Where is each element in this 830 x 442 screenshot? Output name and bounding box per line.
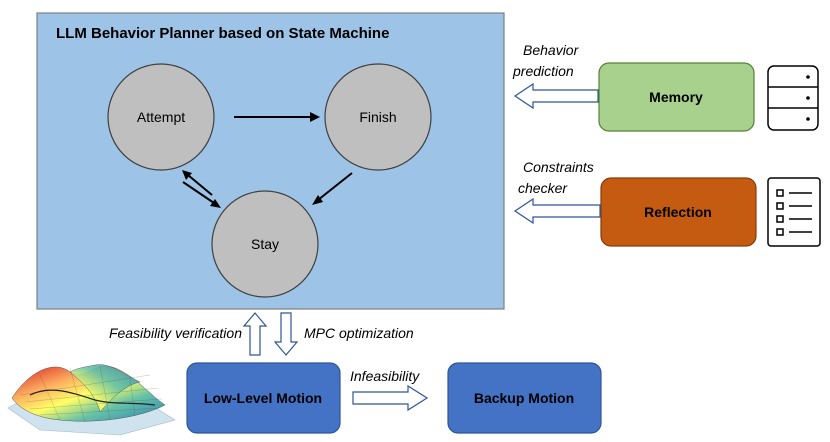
memory-arrow-label-line1: Behavior [523, 42, 580, 58]
backup-motion-box [447, 362, 602, 434]
checklist-icon [767, 177, 821, 247]
infeasibility-label: Infeasibility [350, 368, 420, 384]
reflection-label: Reflection [644, 204, 712, 220]
low-level-motion-box [186, 362, 341, 434]
memory-arrow [513, 82, 599, 110]
mpc-label: MPC optimization [304, 325, 414, 341]
transition-stay-to-attempt [182, 170, 213, 196]
3d-surface-plot-image [7, 364, 176, 436]
feasibility-up-arrow [242, 312, 268, 356]
infeasibility-arrow [352, 384, 429, 412]
state-stay-circle [211, 190, 319, 298]
reflection-box [600, 177, 757, 247]
memory-box [598, 62, 755, 132]
transition-attempt-to-stay [182, 181, 221, 208]
transition-finish-to-stay [312, 172, 353, 205]
reflection-arrow [513, 197, 601, 225]
state-finish-label: Finish [359, 109, 396, 125]
backup-motion-label: Backup Motion [474, 390, 574, 406]
database-icon [767, 65, 819, 131]
state-finish-circle [324, 63, 432, 171]
reflection-arrow-label-line2: checker [518, 180, 568, 196]
feasibility-label: Feasibility verification [109, 325, 242, 341]
state-stay-label: Stay [251, 236, 279, 252]
memory-label: Memory [649, 89, 703, 105]
planner-title: LLM Behavior Planner based on State Mach… [56, 25, 389, 42]
memory-arrow-label-line2: prediction [512, 63, 574, 79]
mpc-down-arrow [273, 312, 299, 356]
transition-attempt-to-finish [234, 112, 320, 122]
state-attempt-label: Attempt [137, 109, 185, 125]
state-attempt-circle [107, 63, 215, 171]
reflection-arrow-label-line1: Constraints [523, 159, 594, 175]
low-level-motion-label: Low-Level Motion [204, 390, 322, 406]
